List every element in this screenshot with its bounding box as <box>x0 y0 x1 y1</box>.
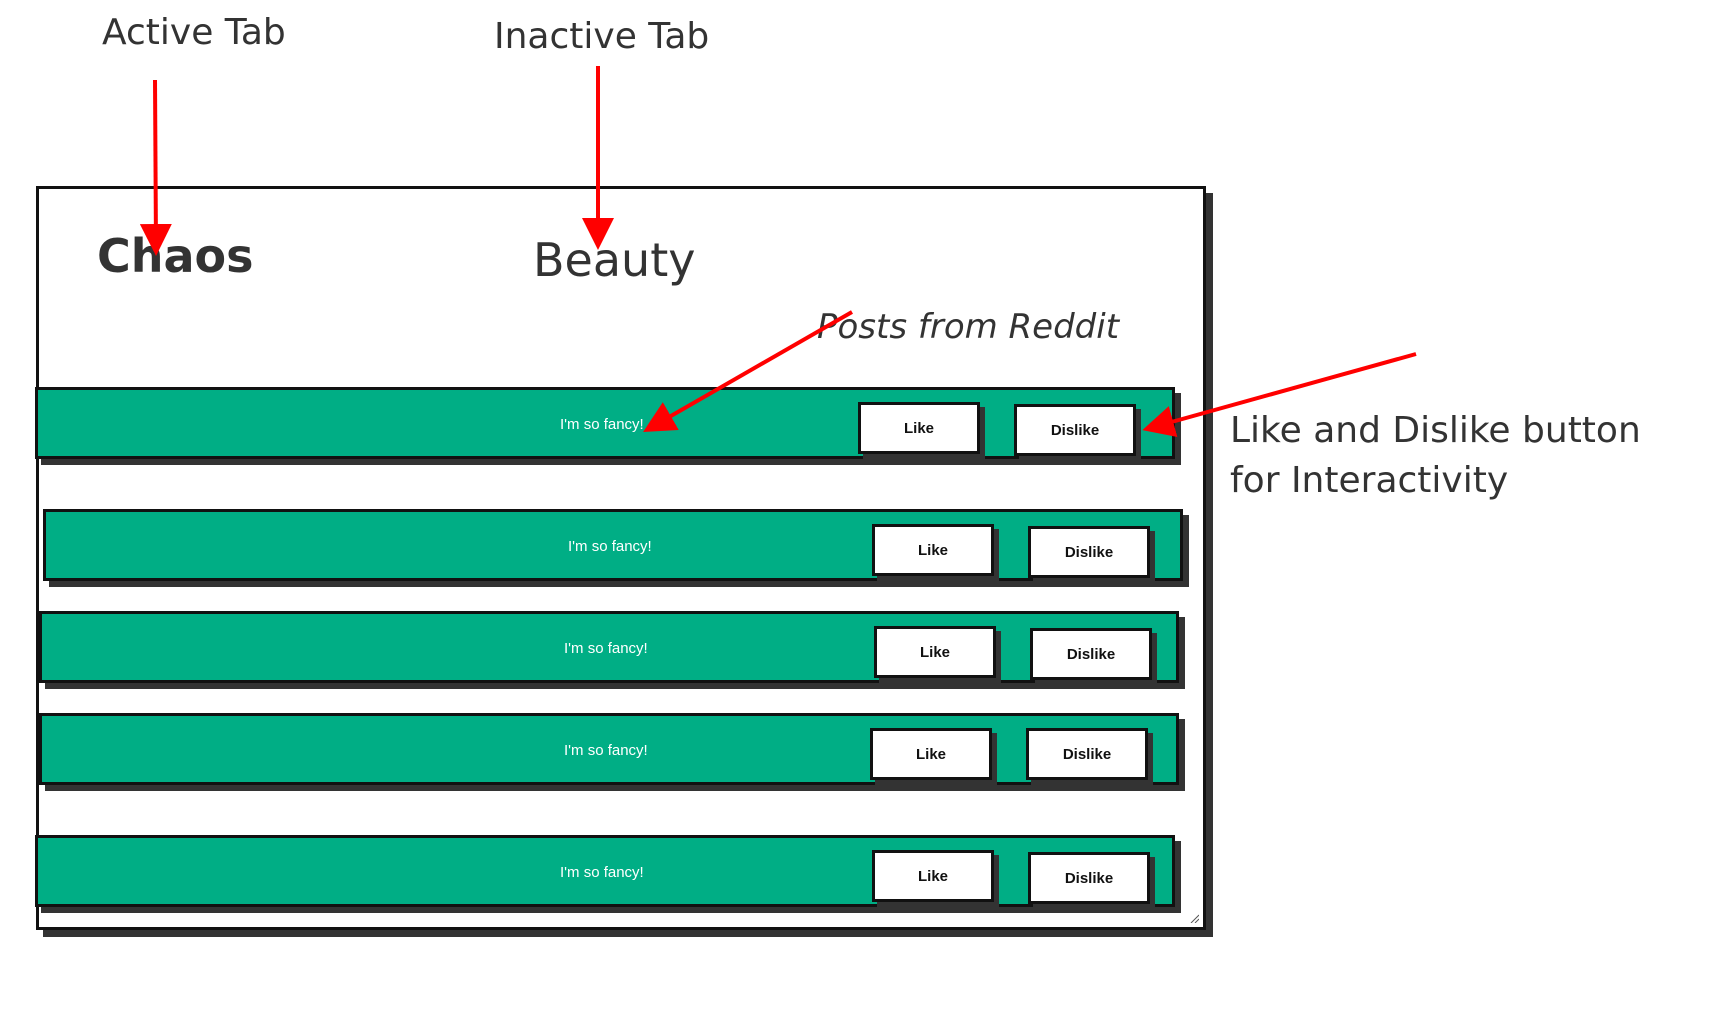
like-button[interactable]: Like <box>874 626 996 678</box>
annotation-inactive-tab: Inactive Tab <box>494 16 710 57</box>
like-button[interactable]: Like <box>872 524 994 576</box>
dislike-button[interactable]: Dislike <box>1028 852 1150 904</box>
tab-beauty[interactable]: Beauty <box>533 233 696 287</box>
dislike-button[interactable]: Dislike <box>1030 628 1152 680</box>
annotation-active-tab: Active Tab <box>102 12 286 53</box>
dislike-button[interactable]: Dislike <box>1028 526 1150 578</box>
post-text: I'm so fancy! <box>560 416 644 433</box>
post-text: I'm so fancy! <box>568 538 652 555</box>
posts-subtitle: Posts from Reddit <box>817 307 1120 347</box>
post-text: I'm so fancy! <box>564 640 648 657</box>
like-button[interactable]: Like <box>870 728 992 780</box>
post-row: I'm so fancy! Like Dislike <box>39 611 1179 683</box>
post-row: I'm so fancy! Like Dislike <box>35 387 1175 459</box>
post-row: I'm so fancy! Like Dislike <box>43 509 1183 581</box>
post-text: I'm so fancy! <box>560 864 644 881</box>
resize-handle-icon[interactable] <box>1189 913 1199 923</box>
like-button[interactable]: Like <box>872 850 994 902</box>
post-row: I'm so fancy! Like Dislike <box>35 835 1175 907</box>
app-window: Chaos Beauty Posts from Reddit I'm so fa… <box>35 186 1206 930</box>
like-button[interactable]: Like <box>858 402 980 454</box>
dislike-button[interactable]: Dislike <box>1026 728 1148 780</box>
tab-chaos[interactable]: Chaos <box>97 229 254 283</box>
dislike-button[interactable]: Dislike <box>1014 404 1136 456</box>
annotation-buttons: Like and Dislike button for Interactivit… <box>1230 410 1641 501</box>
post-text: I'm so fancy! <box>564 742 648 759</box>
post-row: I'm so fancy! Like Dislike <box>39 713 1179 785</box>
